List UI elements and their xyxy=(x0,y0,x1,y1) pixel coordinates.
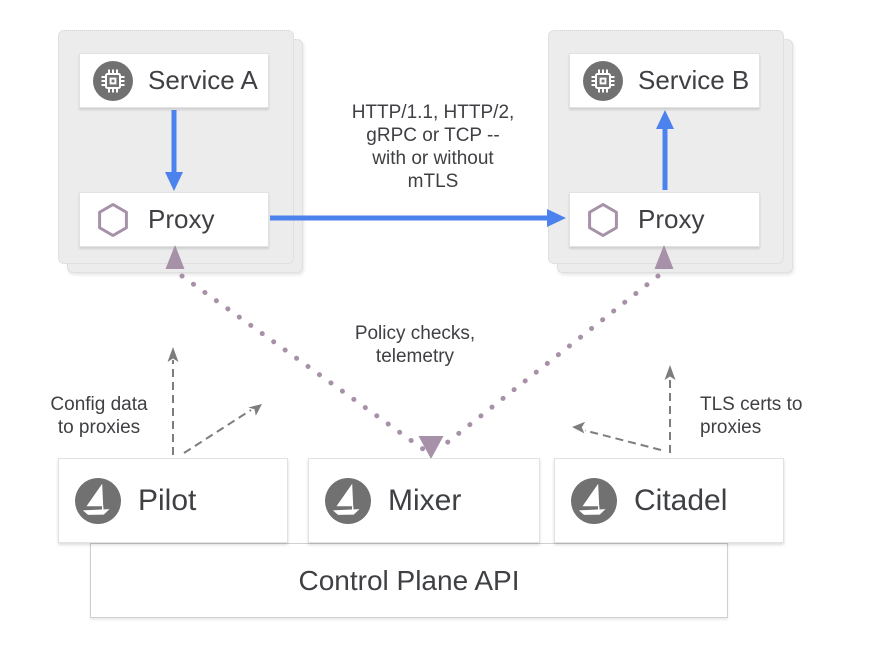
pilot-box: Pilot xyxy=(58,458,288,543)
istio-sail-icon xyxy=(325,477,371,524)
policy-telemetry-label: Policy checks, telemetry xyxy=(354,323,476,367)
citadel-tls-arrow-vertical xyxy=(664,365,676,453)
config-data-label: Config data to proxies xyxy=(50,394,148,438)
control-plane-api-label: Control Plane API xyxy=(298,564,520,596)
traffic-protocols-label: HTTP/1.1, HTTP/2, gRPC or TCP -- with or… xyxy=(351,102,515,192)
proxy-a-box: Proxy xyxy=(79,192,269,247)
pilot-label: Pilot xyxy=(138,483,197,517)
proxy-to-proxy-arrow xyxy=(270,209,566,227)
service-a-label: Service A xyxy=(148,65,258,95)
proxy-b-label: Proxy xyxy=(638,204,705,234)
citadel-label: Citadel xyxy=(634,483,728,517)
citadel-box: Citadel xyxy=(554,458,784,543)
mixer-arrowhead xyxy=(418,436,444,459)
chip-icon xyxy=(93,60,133,101)
proxy-a-label: Proxy xyxy=(148,204,215,234)
service-a-box: Service A xyxy=(79,53,269,108)
hexagon-icon xyxy=(93,200,133,240)
pilot-config-arrow-diagonal xyxy=(183,404,262,454)
tls-certs-label: TLS certs to proxies xyxy=(700,394,803,438)
citadel-tls-arrow-diagonal xyxy=(572,421,662,451)
proxy-b-box: Proxy xyxy=(569,192,760,247)
control-plane-api-box: Control Plane API xyxy=(90,543,728,618)
service-b-label: Service B xyxy=(638,65,750,95)
hexagon-icon xyxy=(583,200,623,240)
istio-sail-icon xyxy=(75,477,121,524)
istio-sail-icon xyxy=(571,477,617,524)
mixer-label: Mixer xyxy=(388,483,462,517)
mixer-box: Mixer xyxy=(308,458,540,543)
service-b-box: Service B xyxy=(569,53,760,108)
chip-icon xyxy=(583,60,623,101)
